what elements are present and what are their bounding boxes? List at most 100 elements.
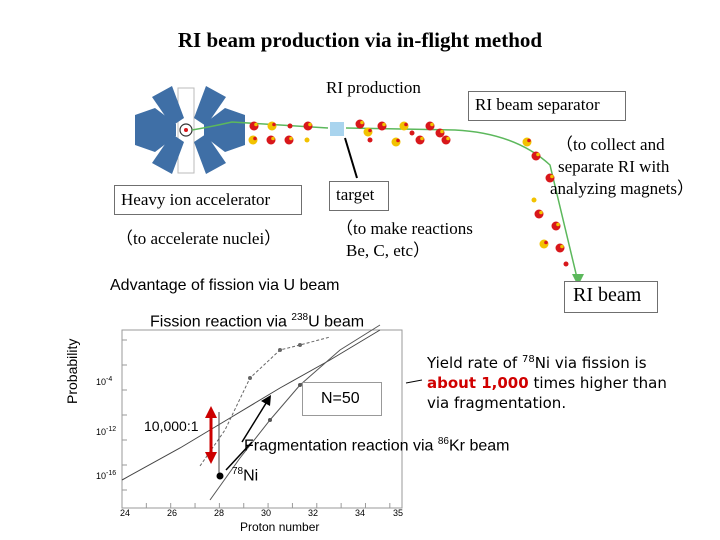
plot-ticks bbox=[121, 339, 391, 508]
n50-arrow bbox=[241, 395, 271, 443]
target-label: target bbox=[336, 185, 375, 204]
ion-particle bbox=[522, 137, 532, 147]
y-tick-2: 10-12 bbox=[96, 426, 117, 437]
ion-particle-core bbox=[272, 122, 276, 127]
separator-note-line3: analyzing magnets） bbox=[550, 179, 694, 198]
ri-beam-separator-label: RI beam separator bbox=[475, 95, 600, 114]
x-tick-34: 34 bbox=[355, 508, 366, 518]
separator-note: （to collect and separate RI with analyzi… bbox=[550, 134, 694, 200]
x-tick-32: 32 bbox=[308, 508, 319, 518]
ion-particle bbox=[391, 137, 401, 147]
ni-mass: 78 bbox=[232, 466, 244, 477]
proton-number-label: Proton number bbox=[240, 520, 320, 534]
target-note: （to make reactions Be, C, etc） bbox=[336, 218, 473, 262]
ion-particle bbox=[367, 137, 373, 143]
target-pointer bbox=[344, 137, 358, 179]
ratio-arrow bbox=[205, 406, 217, 464]
fragmentation-reaction-label: Fragmentation reaction via 86Kr beam bbox=[244, 436, 509, 455]
accelerator-icon bbox=[135, 86, 245, 174]
ion-particle bbox=[531, 197, 537, 203]
ion-particle-core bbox=[420, 136, 424, 141]
ion-particle-core bbox=[368, 128, 372, 133]
page-title: RI beam production via in-flight method bbox=[177, 28, 543, 52]
ion-particle-core bbox=[527, 138, 531, 143]
ri-beam-label: RI beam bbox=[573, 284, 642, 306]
separator-note-line2: separate RI with bbox=[558, 157, 670, 176]
ion-particle-core bbox=[396, 138, 400, 143]
ri-beam-separator-box: RI beam separator bbox=[468, 91, 626, 121]
x-tick-28: 28 bbox=[214, 508, 225, 518]
y-tick-1: 10-4 bbox=[96, 376, 113, 387]
ion-particle bbox=[287, 123, 293, 129]
ion-particle bbox=[355, 119, 365, 129]
ion-particle bbox=[563, 261, 569, 267]
yield-highlight: about 1,000 bbox=[427, 374, 529, 392]
ion-particle-core bbox=[440, 129, 444, 134]
ion-particle-core bbox=[382, 122, 386, 127]
ion-particle-core bbox=[550, 174, 554, 179]
ion-particle bbox=[551, 221, 561, 231]
ion-particle-core bbox=[360, 120, 364, 125]
ion-particle bbox=[539, 239, 549, 249]
ion-particle-core bbox=[253, 136, 257, 141]
ion-particle bbox=[399, 121, 409, 131]
ion-particle-core bbox=[289, 136, 293, 141]
ion-particle bbox=[266, 135, 276, 145]
ion-particle-core bbox=[254, 122, 258, 127]
ion-particle bbox=[377, 121, 387, 131]
ion-particle bbox=[435, 128, 445, 138]
fragmentation-arrow bbox=[216, 441, 253, 480]
heavy-ion-accelerator-box: Heavy ion accelerator bbox=[114, 185, 302, 215]
ion-particle bbox=[284, 135, 294, 145]
ion-particle bbox=[249, 121, 259, 131]
plot-curves bbox=[121, 324, 381, 501]
ion-particle bbox=[303, 121, 313, 131]
accelerator-note: （to accelerate nuclei） bbox=[116, 229, 282, 248]
fission-suffix: U beam bbox=[308, 313, 365, 331]
ion-particle bbox=[555, 243, 565, 253]
target-icon bbox=[330, 122, 344, 136]
x-tick-26: 26 bbox=[167, 508, 178, 518]
n50-label: N=50 bbox=[321, 390, 360, 407]
ri-beam-box: RI beam bbox=[564, 281, 658, 313]
ion-particle bbox=[425, 121, 435, 131]
fission-prefix: Fission reaction via bbox=[150, 313, 292, 331]
ion-particle-core bbox=[404, 122, 408, 127]
target-box: target bbox=[329, 181, 389, 211]
frag-prefix: Fragmentation reaction via bbox=[244, 437, 438, 455]
text-pointer-arrow bbox=[405, 379, 423, 384]
yield-line1: Yield rate of 78Ni via fission is bbox=[427, 354, 647, 372]
probability-axis-label: Probability bbox=[64, 338, 80, 404]
fission-reaction-label: Fission reaction via 238U beam bbox=[150, 312, 364, 331]
ion-particle-core bbox=[308, 122, 312, 127]
x-tick-30: 30 bbox=[261, 508, 272, 518]
ion-particle-core bbox=[430, 122, 434, 127]
frag-suffix: Kr beam bbox=[449, 437, 510, 455]
ion-particle-core bbox=[544, 240, 548, 245]
ion-particle bbox=[363, 127, 373, 137]
yield-note: Yield rate of 78Ni via fission is about … bbox=[427, 350, 667, 413]
x-tick-35: 35 bbox=[393, 508, 404, 518]
x-tick-24: 24 bbox=[120, 508, 131, 518]
ion-particle bbox=[441, 135, 451, 145]
ion-particles bbox=[248, 119, 569, 267]
ion-particle-core bbox=[539, 210, 543, 215]
n50-box: N=50 bbox=[302, 382, 382, 416]
beam-line bbox=[191, 121, 584, 286]
ion-particle-core bbox=[536, 152, 540, 157]
yield-line2: about 1,000 times higher than bbox=[427, 374, 667, 392]
heavy-ion-accelerator-label: Heavy ion accelerator bbox=[121, 190, 271, 209]
ion-particle bbox=[415, 135, 425, 145]
ion-particle-core bbox=[556, 222, 560, 227]
ion-particle-core bbox=[271, 136, 275, 141]
separator-note-line1: （to collect and bbox=[556, 135, 665, 154]
ni78-label: 78Ni bbox=[232, 466, 258, 485]
y-tick-3: 10-16 bbox=[96, 470, 117, 481]
fission-mass: 238 bbox=[291, 312, 309, 323]
yield-line3: via fragmentation. bbox=[427, 394, 567, 412]
ion-particle bbox=[267, 121, 277, 131]
target-note-line2: Be, C, etc） bbox=[346, 241, 431, 260]
target-note-line1: （to make reactions bbox=[336, 219, 473, 238]
advantage-heading: Advantage of fission via U beam bbox=[110, 277, 340, 294]
ion-particle bbox=[409, 130, 415, 136]
